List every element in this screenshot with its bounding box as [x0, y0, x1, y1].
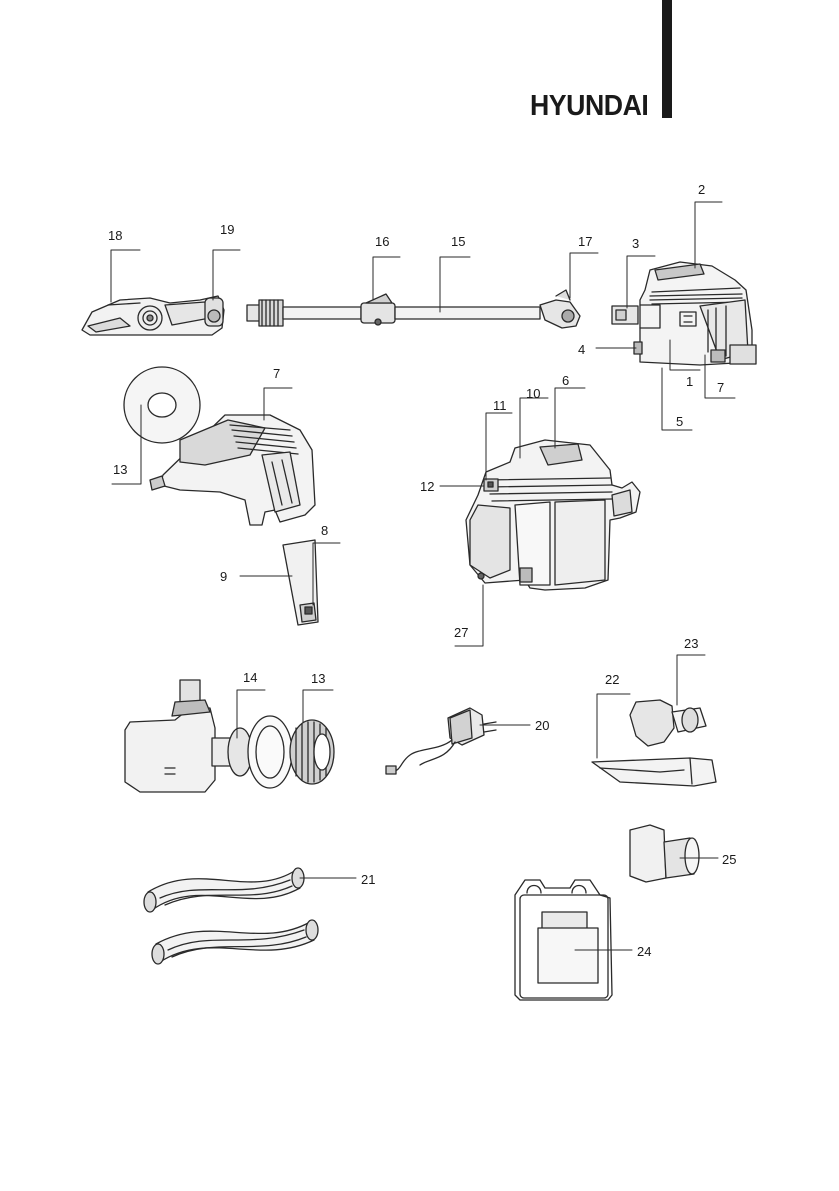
callout-12: 11 — [493, 398, 507, 413]
callout-23: 22 — [605, 672, 619, 687]
motor-filter-assembly-illustration — [124, 679, 335, 793]
charger-illustration — [385, 707, 497, 775]
handheld-unit-side-view — [611, 261, 757, 366]
callout-13: 13 — [311, 671, 325, 686]
callout-21: 20 — [535, 718, 549, 733]
callout-7-top: 7 — [717, 380, 724, 395]
callout-15: 14 — [243, 670, 257, 685]
roller-brushes-illustration — [143, 867, 319, 965]
nozzle-adapter-illustration — [629, 824, 700, 883]
leader-lines — [110, 201, 736, 951]
floor-brush-illustration — [81, 295, 225, 336]
extension-tube-illustration — [246, 289, 581, 329]
callout-3: 3 — [632, 236, 639, 251]
header-side-bar — [662, 0, 672, 118]
callout-9: 9 — [220, 569, 227, 584]
callout-2: 2 — [698, 182, 705, 197]
callout-24: 23 — [684, 636, 698, 651]
callout-7-middle: 7 — [273, 366, 280, 381]
callout-19: 18 — [108, 228, 122, 243]
callout-17: 16 — [375, 234, 389, 249]
battery-pack-illustration — [514, 879, 613, 1001]
callout-26: 25 — [722, 852, 736, 867]
filter-holder-illustration — [282, 539, 319, 626]
callout-20: 19 — [220, 222, 234, 237]
callout-4: 4 — [578, 342, 585, 357]
callout-1: 1 — [686, 374, 693, 389]
brand-logo-text: HYUNDAI — [530, 90, 649, 122]
callout-numbers: 18 19 16 15 17 2 3 4 1 7 5 7 13 8 9 11 1… — [108, 182, 736, 959]
callout-5: 5 — [676, 414, 683, 429]
callout-10: 10 — [526, 386, 540, 401]
callout-22: 21 — [361, 872, 375, 887]
callout-27: 27 — [454, 625, 468, 640]
callout-25: 24 — [637, 944, 651, 959]
callout-8: 8 — [321, 523, 328, 538]
callout-14: 13 — [113, 462, 127, 477]
callout-11: 12 — [420, 479, 434, 494]
callout-16: 15 — [451, 234, 465, 249]
main-body-illustration — [465, 439, 641, 591]
crevice-tool-illustration — [591, 699, 717, 787]
callout-6: 6 — [562, 373, 569, 388]
callout-18: 17 — [578, 234, 592, 249]
motor-unit-open-illustration — [123, 366, 316, 526]
